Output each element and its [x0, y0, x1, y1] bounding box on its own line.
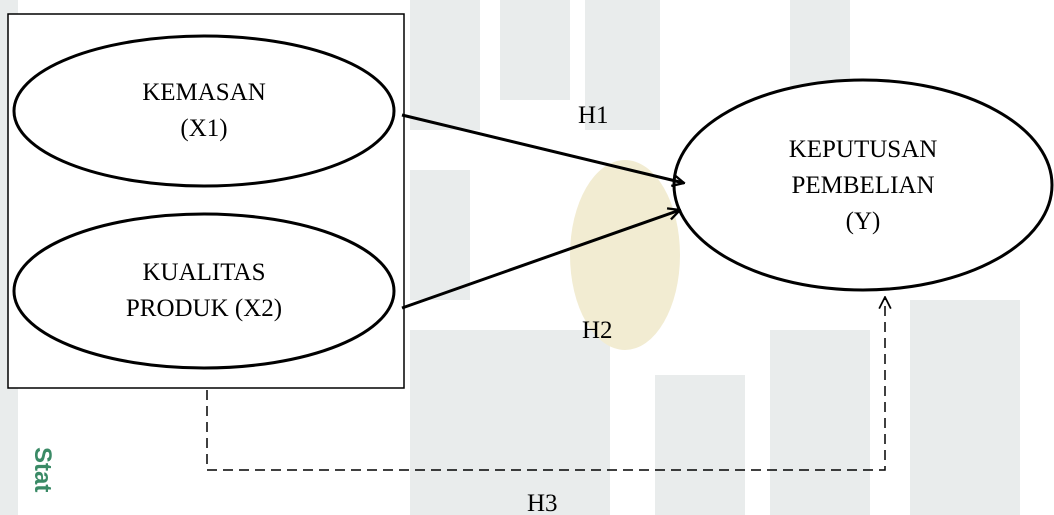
node-keputusan-pembelian-label: KEPUTUSAN PEMBELIAN (Y): [743, 132, 983, 240]
node-kualitas-produk-line2: PRODUK (X2): [125, 295, 283, 322]
watermark-block-9: [910, 300, 1020, 515]
watermark-block-6: [410, 330, 610, 515]
edge-h1-arrow: [401, 113, 684, 183]
edge-h3-label: H3: [527, 490, 558, 515]
node-kualitas-produk-ellipse: [12, 212, 396, 370]
node-kemasan-label: KEMASAN (X1): [104, 75, 304, 147]
node-kualitas-produk-label: KUALITAS PRODUK (X2): [84, 255, 324, 327]
node-kualitas-produk-line1: KUALITAS: [142, 259, 266, 286]
node-keputusan-pembelian-line2: PEMBELIAN: [791, 172, 935, 199]
edge-h2-label: H2: [582, 317, 613, 344]
watermark-center-emblem: [570, 160, 680, 350]
node-kemasan-ellipse: [12, 34, 396, 188]
node-keputusan-pembelian-line3: (Y): [845, 208, 881, 235]
node-kemasan-line2: (X1): [180, 115, 228, 142]
watermark-block-8: [770, 330, 870, 515]
edge-h2-arrow: [401, 210, 680, 310]
watermark-block-7: [655, 375, 745, 515]
node-kemasan-line1: KEMASAN: [142, 79, 266, 106]
watermark-block-2: [500, 0, 570, 100]
edge-h1-label: H1: [578, 102, 609, 129]
watermark-block-1: [410, 0, 480, 130]
watermark-block-3: [585, 0, 660, 130]
node-keputusan-pembelian-line1: KEPUTUSAN: [788, 136, 938, 163]
watermark-block-5: [410, 170, 470, 300]
edge-h3-dashed-arrow: [206, 297, 885, 471]
